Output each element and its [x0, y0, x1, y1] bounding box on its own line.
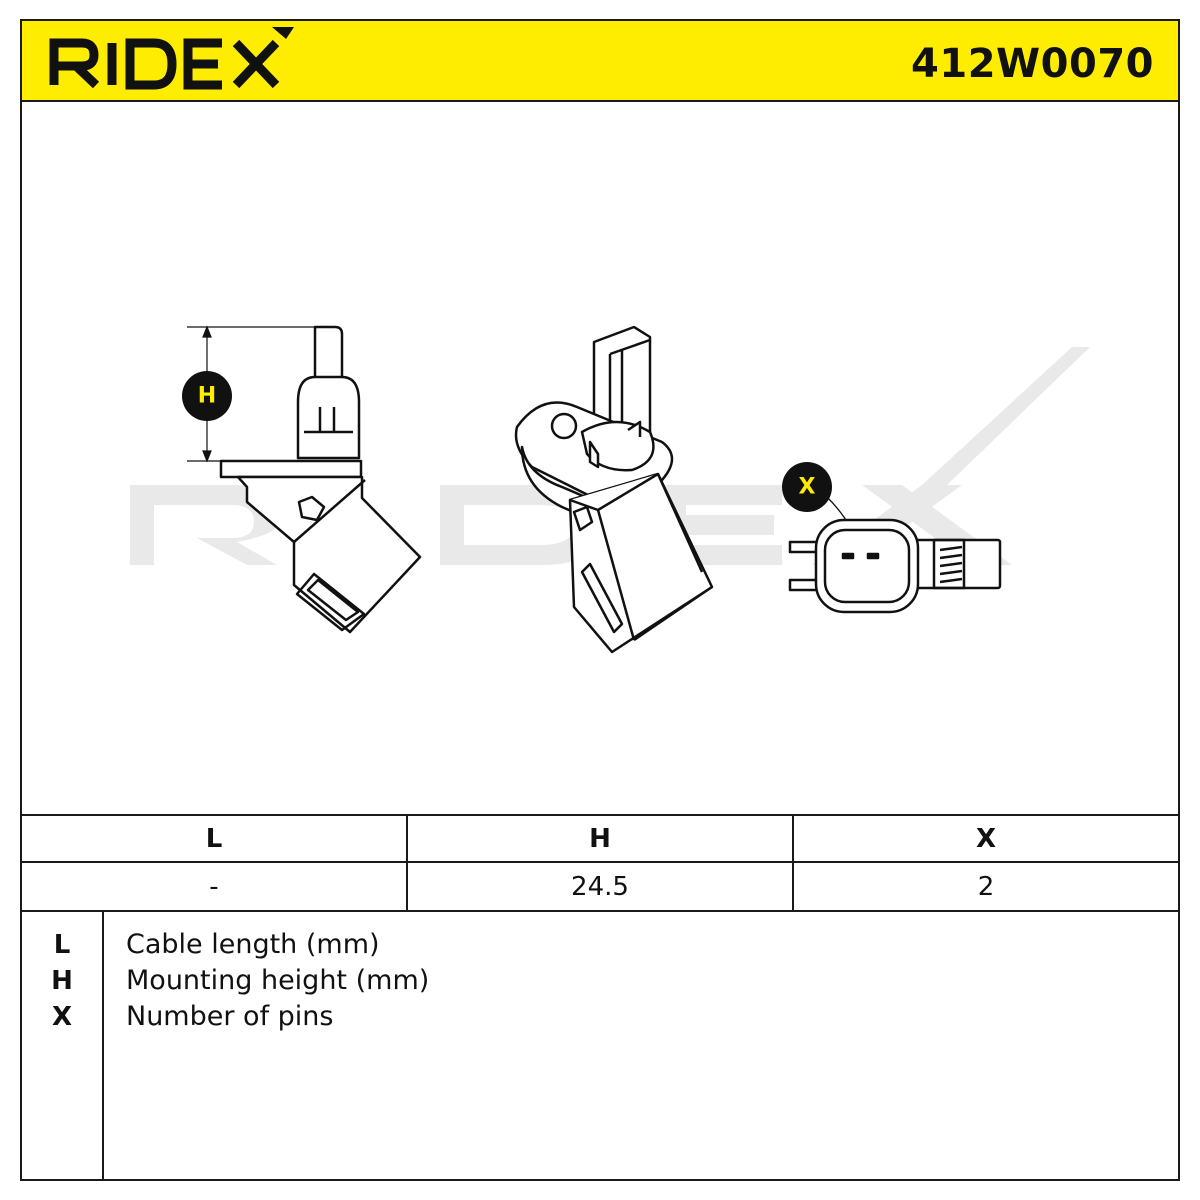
spec-header-l: L: [22, 814, 408, 863]
part-number: 412W0070: [911, 41, 1154, 87]
legend-divider: [102, 912, 104, 1179]
legend-key-h: H: [51, 966, 73, 996]
legend-desc-l: Cable length (mm): [126, 929, 380, 960]
legend-desc-h: Mounting height (mm): [126, 965, 430, 996]
spec-header-h: H: [408, 814, 794, 863]
spec-value-x: 2: [794, 863, 1178, 912]
sensor-iso-view: [514, 325, 714, 654]
spec-header-x: X: [794, 814, 1178, 863]
ridex-logo: [49, 27, 294, 90]
marker-x-label: X: [799, 475, 816, 500]
marker-h-label: H: [198, 384, 216, 409]
header-bar: 412W0070: [22, 21, 1178, 102]
logo-accent: [272, 27, 294, 39]
spec-value-l: -: [22, 863, 408, 912]
spec-value-h: 24.5: [408, 863, 794, 912]
sensor-side-view: [219, 325, 422, 634]
legend-key-l: L: [53, 930, 71, 960]
technical-drawing: H X: [130, 325, 1090, 654]
spec-table: L H X - 24.5 2: [22, 814, 1178, 912]
legend: L Cable length (mm) H Mounting height (m…: [22, 912, 1178, 1179]
legend-desc-x: Number of pins: [126, 1001, 334, 1032]
legend-key-x: X: [51, 1002, 73, 1032]
marker-x-badge: [782, 462, 832, 512]
marker-h-badge: [182, 371, 232, 421]
product-sheet: 412W0070: [20, 19, 1180, 1181]
connector-front-view: [788, 518, 1002, 614]
